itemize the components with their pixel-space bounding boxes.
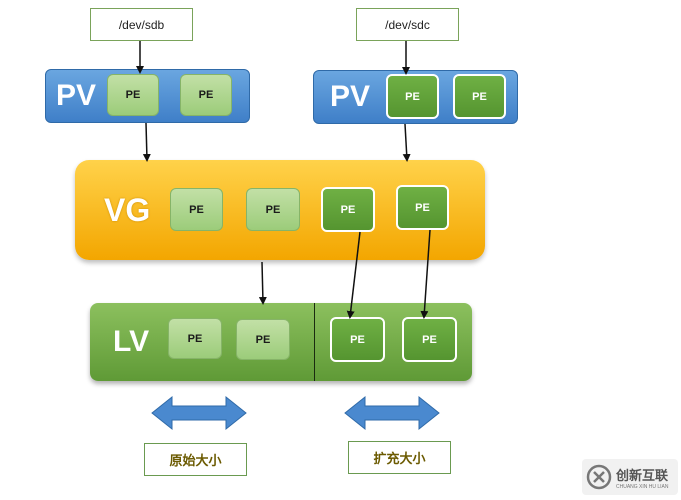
watermark-subtitle: CHUANG XIN HU LIAN xyxy=(616,483,669,490)
pv-left-pe-2: PE xyxy=(180,74,232,116)
lv-label: LV xyxy=(113,325,150,358)
device-sdc-label: /dev/sdc xyxy=(385,17,430,32)
lv-pe-3: PE xyxy=(330,317,385,362)
caption-extended-size-text: 扩充大小 xyxy=(373,452,426,467)
caption-extended-size: 扩充大小 xyxy=(348,441,451,474)
vg-pe-3: PE xyxy=(321,187,375,232)
vg-pe-4: PE xyxy=(396,185,449,230)
caption-original-size-text: 原始大小 xyxy=(169,454,222,469)
pv-right-pe-1: PE xyxy=(386,74,439,119)
lv-pe-4: PE xyxy=(402,317,457,362)
pv-left-label: PV xyxy=(56,79,97,112)
watermark-name: 创新互联 xyxy=(616,468,669,484)
caption-original-size: 原始大小 xyxy=(144,443,247,476)
arrow-vg-to-lv xyxy=(258,261,267,305)
vg-label: VG xyxy=(104,191,151,228)
vg-pe-2: PE xyxy=(246,188,300,231)
pv-right-pe-2: PE xyxy=(453,74,506,119)
arrow-pv-right-to-vg xyxy=(402,123,411,162)
pv-left-pe-1: PE xyxy=(107,74,159,116)
device-sdc-box: /dev/sdc xyxy=(356,8,459,41)
arrow-vg-pe4-to-lv-pe4 xyxy=(420,229,431,319)
device-sdb-box: /dev/sdb xyxy=(90,8,193,41)
arrow-pv-left-to-vg xyxy=(142,122,151,162)
double-arrow-left xyxy=(151,395,247,431)
device-sdb-label: /dev/sdb xyxy=(118,17,165,32)
vg-pe-1: PE xyxy=(170,188,223,231)
watermark: 创新互联 CHUANG XIN HU LIAN xyxy=(582,459,678,495)
lv-pe-1: PE xyxy=(168,318,222,359)
lv-pe-2: PE xyxy=(236,319,290,360)
arrow-vg-pe3-to-lv-pe3 xyxy=(346,231,361,319)
lv-divider xyxy=(314,303,315,381)
double-arrow-right xyxy=(344,395,440,431)
watermark-logo-icon xyxy=(586,464,612,490)
pv-right-label: PV xyxy=(330,80,371,113)
